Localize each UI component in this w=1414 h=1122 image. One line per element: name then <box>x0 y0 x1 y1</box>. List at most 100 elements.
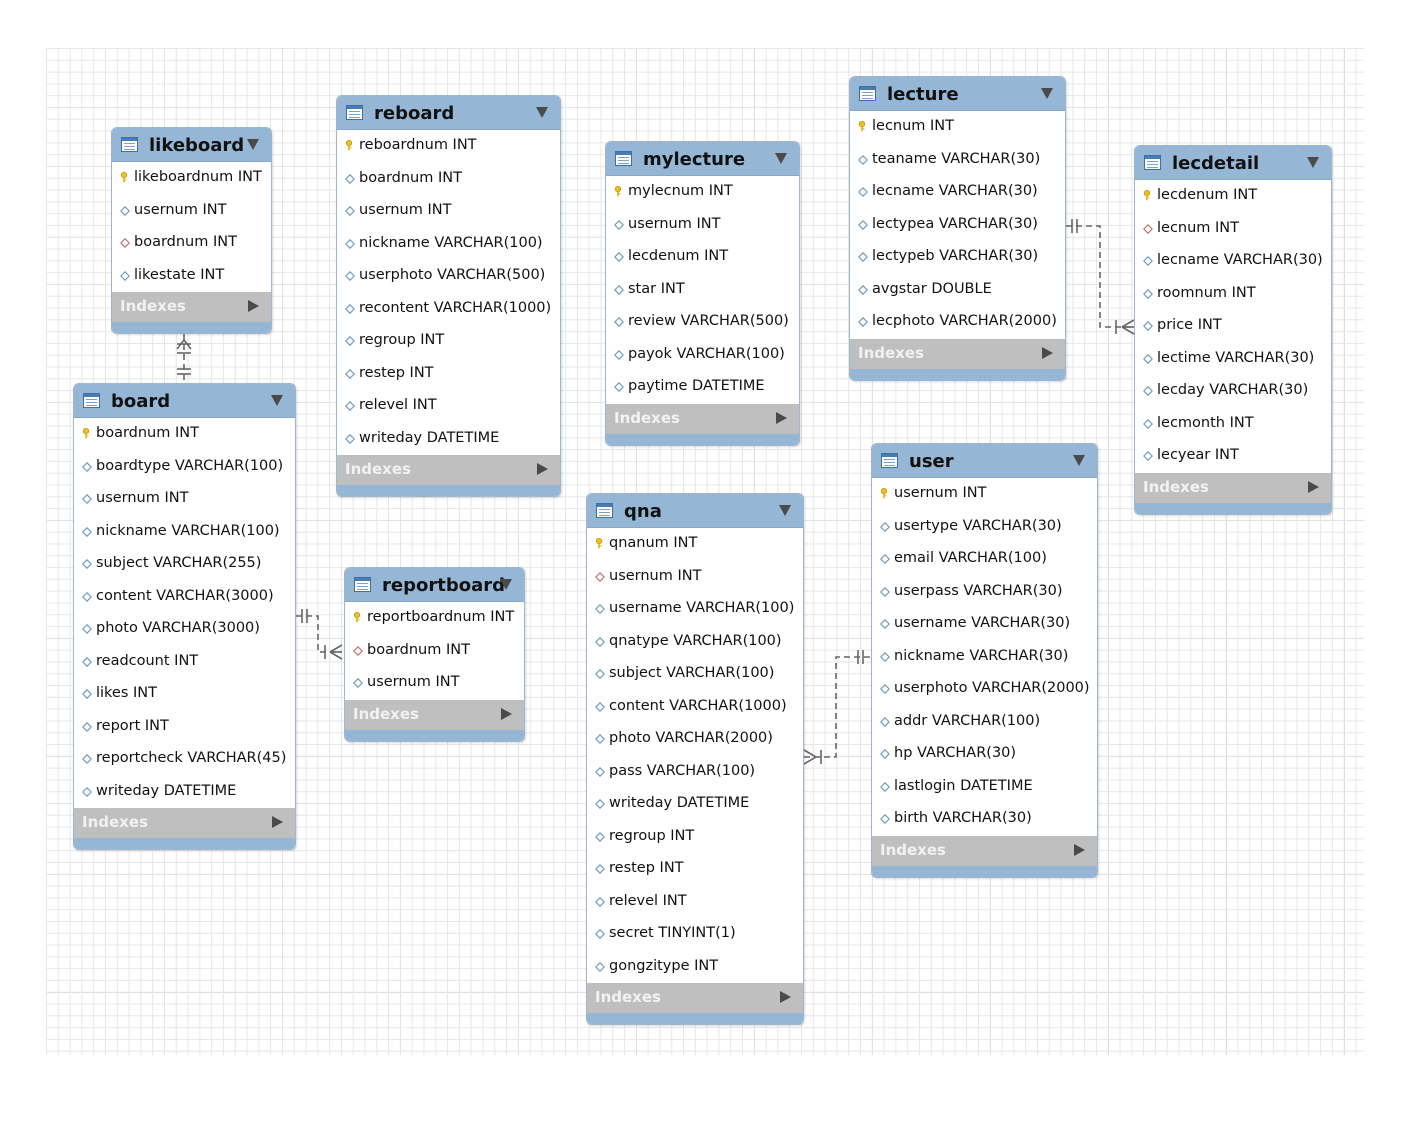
column-row[interactable]: hp VARCHAR(30) <box>872 738 1097 771</box>
column-row[interactable]: boardnum INT <box>74 418 295 451</box>
column-row[interactable]: lecphoto VARCHAR(2000) <box>850 306 1065 339</box>
column-row[interactable]: price INT <box>1135 310 1331 343</box>
column-row[interactable]: writeday DATETIME <box>74 776 295 809</box>
column-row[interactable]: addr VARCHAR(100) <box>872 706 1097 739</box>
column-row[interactable]: lecday VARCHAR(30) <box>1135 375 1331 408</box>
expand-arrow-icon[interactable] <box>501 707 512 720</box>
expand-arrow-icon[interactable] <box>537 463 548 475</box>
indexes-section[interactable]: Indexes <box>587 983 803 1013</box>
column-row[interactable]: content VARCHAR(3000) <box>74 581 295 614</box>
column-row[interactable]: report INT <box>74 711 295 744</box>
expand-arrow-icon[interactable] <box>1308 480 1319 493</box>
indexes-section[interactable]: Indexes <box>345 699 524 730</box>
column-row[interactable]: lectypea VARCHAR(30) <box>850 209 1065 242</box>
column-row[interactable]: usernum INT <box>345 667 524 700</box>
indexes-section[interactable]: Indexes <box>337 455 560 485</box>
column-row[interactable]: relevel INT <box>337 390 560 423</box>
column-row[interactable]: lecdenum INT <box>1135 180 1331 213</box>
indexes-section[interactable]: Indexes <box>850 338 1065 369</box>
column-row[interactable]: relevel INT <box>587 886 803 919</box>
column-row[interactable]: nickname VARCHAR(100) <box>337 228 560 261</box>
indexes-section[interactable]: Indexes <box>1135 472 1331 503</box>
column-row[interactable]: secret TINYINT(1) <box>587 918 803 951</box>
collapse-caret-icon[interactable] <box>779 505 791 516</box>
column-row[interactable]: recontent VARCHAR(1000) <box>337 293 560 326</box>
collapse-caret-icon[interactable] <box>1073 455 1085 466</box>
column-row[interactable]: likes INT <box>74 678 295 711</box>
column-row[interactable]: username VARCHAR(100) <box>587 593 803 626</box>
table-header[interactable]: lecture <box>850 77 1065 111</box>
column-row[interactable]: boardnum INT <box>112 227 271 260</box>
column-row[interactable]: subject VARCHAR(100) <box>587 658 803 691</box>
column-row[interactable]: payok VARCHAR(100) <box>606 339 799 372</box>
table-header[interactable]: reportboard <box>345 568 524 602</box>
column-row[interactable]: nickname VARCHAR(30) <box>872 641 1097 674</box>
column-row[interactable]: lectime VARCHAR(30) <box>1135 343 1331 376</box>
collapse-caret-icon[interactable] <box>500 579 512 590</box>
expand-arrow-icon[interactable] <box>776 411 787 424</box>
indexes-section[interactable]: Indexes <box>872 835 1097 866</box>
column-row[interactable]: review VARCHAR(500) <box>606 306 799 339</box>
column-row[interactable]: photo VARCHAR(2000) <box>587 723 803 756</box>
column-row[interactable]: likeboardnum INT <box>112 162 271 195</box>
indexes-section[interactable]: Indexes <box>112 292 271 322</box>
column-row[interactable]: subject VARCHAR(255) <box>74 548 295 581</box>
column-row[interactable]: writeday DATETIME <box>587 788 803 821</box>
column-row[interactable]: reboardnum INT <box>337 130 560 163</box>
column-row[interactable]: boardtype VARCHAR(100) <box>74 451 295 484</box>
column-row[interactable]: usernum INT <box>112 195 271 228</box>
column-row[interactable]: usertype VARCHAR(30) <box>872 511 1097 544</box>
column-row[interactable]: reportcheck VARCHAR(45) <box>74 743 295 776</box>
column-row[interactable]: boardnum INT <box>345 635 524 668</box>
column-row[interactable]: userpass VARCHAR(30) <box>872 576 1097 609</box>
column-row[interactable]: username VARCHAR(30) <box>872 608 1097 641</box>
column-row[interactable]: nickname VARCHAR(100) <box>74 516 295 549</box>
column-row[interactable]: pass VARCHAR(100) <box>587 756 803 789</box>
column-row[interactable]: gongzitype INT <box>587 951 803 984</box>
column-row[interactable]: lecdenum INT <box>606 241 799 274</box>
collapse-caret-icon[interactable] <box>1307 157 1319 168</box>
table-header[interactable]: likeboard <box>112 128 271 162</box>
column-row[interactable]: usernum INT <box>587 561 803 594</box>
column-row[interactable]: roomnum INT <box>1135 278 1331 311</box>
column-row[interactable]: lecnum INT <box>850 111 1065 144</box>
table-header[interactable]: board <box>74 384 295 418</box>
column-row[interactable]: usernum INT <box>337 195 560 228</box>
expand-arrow-icon[interactable] <box>1042 346 1053 359</box>
expand-arrow-icon[interactable] <box>248 300 259 312</box>
column-row[interactable]: email VARCHAR(100) <box>872 543 1097 576</box>
table-header[interactable]: mylecture <box>606 142 799 176</box>
table-header[interactable]: user <box>872 444 1097 478</box>
column-row[interactable]: teaname VARCHAR(30) <box>850 144 1065 177</box>
column-row[interactable]: userphoto VARCHAR(500) <box>337 260 560 293</box>
table-header[interactable]: reboard <box>337 96 560 130</box>
column-row[interactable]: restep INT <box>337 358 560 391</box>
column-row[interactable]: usernum INT <box>872 478 1097 511</box>
column-row[interactable]: birth VARCHAR(30) <box>872 803 1097 836</box>
column-row[interactable]: avgstar DOUBLE <box>850 274 1065 307</box>
column-row[interactable]: lecmonth INT <box>1135 408 1331 441</box>
column-row[interactable]: restep INT <box>587 853 803 886</box>
column-row[interactable]: content VARCHAR(1000) <box>587 691 803 724</box>
expand-arrow-icon[interactable] <box>272 816 283 828</box>
column-row[interactable]: regroup INT <box>587 821 803 854</box>
collapse-caret-icon[interactable] <box>536 107 548 118</box>
column-row[interactable]: lecnum INT <box>1135 213 1331 246</box>
column-row[interactable]: boardnum INT <box>337 163 560 196</box>
column-row[interactable]: lecname VARCHAR(30) <box>1135 245 1331 278</box>
column-row[interactable]: lectypeb VARCHAR(30) <box>850 241 1065 274</box>
column-row[interactable]: lecyear INT <box>1135 440 1331 473</box>
column-row[interactable]: star INT <box>606 274 799 307</box>
column-row[interactable]: photo VARCHAR(3000) <box>74 613 295 646</box>
column-row[interactable]: qnatype VARCHAR(100) <box>587 626 803 659</box>
column-row[interactable]: reportboardnum INT <box>345 602 524 635</box>
column-row[interactable]: userphoto VARCHAR(2000) <box>872 673 1097 706</box>
collapse-caret-icon[interactable] <box>247 139 259 150</box>
